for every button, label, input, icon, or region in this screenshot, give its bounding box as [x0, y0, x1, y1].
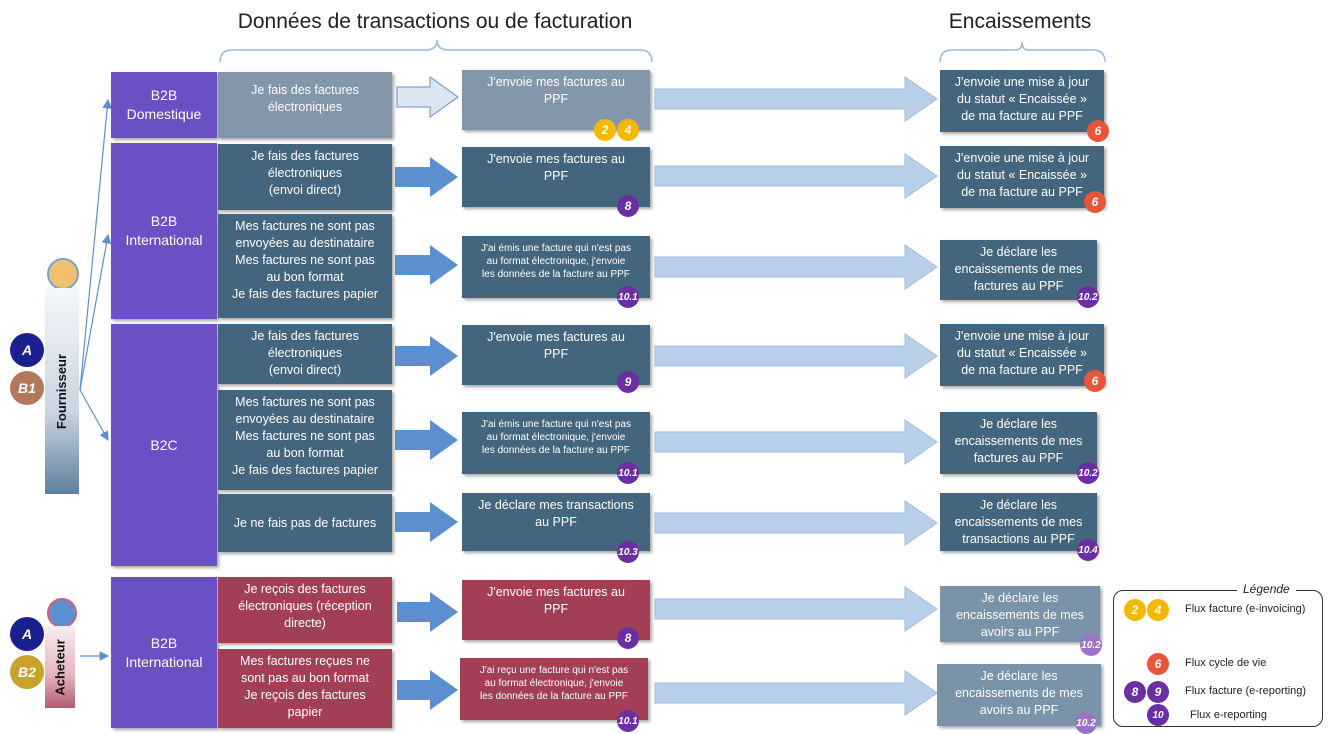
actor-b2-circle: B2	[10, 655, 44, 689]
legend	[1113, 590, 1323, 727]
r7-left: Je reçois des factures électroniques (ré…	[218, 577, 392, 643]
r6-right: Je déclare les encaissements de mes tran…	[940, 493, 1097, 551]
r6-left: Je ne fais pas de factures	[218, 494, 392, 552]
badge-r7-8: 8	[617, 627, 639, 649]
long-arrows	[654, 76, 938, 716]
legend-lifecycle: Flux cycle de vie	[1185, 657, 1267, 669]
badge-r1-6: 6	[1087, 120, 1109, 142]
badge-r1-4: 4	[617, 119, 639, 141]
actor-b1-circle: B1	[10, 371, 44, 405]
badge-r3-10-1: 10.1	[617, 286, 639, 308]
legend-badge-10: 10	[1147, 704, 1169, 726]
supplier-bar: Fournisseur	[45, 288, 79, 494]
legend-badge-8: 8	[1124, 681, 1146, 703]
r2-left: Je fais des factures électroniques (envo…	[218, 144, 392, 210]
header-encaissements: Encaissements	[948, 10, 1092, 33]
badge-r5-10-2: 10.2	[1077, 462, 1099, 484]
r3-mid: J'ai émis une facture qui n'est pas au f…	[462, 236, 650, 298]
category-b2b-domestique: B2B Domestique	[111, 72, 217, 138]
badge-r4-9: 9	[617, 371, 639, 393]
legend-badge-6: 6	[1147, 653, 1169, 675]
r7-right: Je déclare les encaissements de mes avoi…	[940, 586, 1100, 642]
r6-mid: Je déclare mes transactions au PPF	[462, 493, 650, 551]
r3-left: Mes factures ne sont pas envoyées au des…	[218, 214, 392, 318]
category-b2c: B2C	[111, 324, 217, 566]
actor-a-buyer-circle: A	[10, 617, 44, 651]
r2-mid: J'envoie mes factures au PPF	[462, 147, 650, 207]
header-transactions: Données de transactions ou de facturatio…	[237, 10, 633, 33]
supplier-icon	[47, 258, 79, 290]
badge-r6-10-4: 10.4	[1077, 539, 1099, 561]
r1-left: Je fais des factures électroniques	[218, 72, 392, 138]
legend-badge-4: 4	[1147, 599, 1169, 621]
buyer-icon	[47, 598, 77, 628]
buyer-label: Acheteur	[52, 638, 68, 696]
r5-mid: J'ai émis une facture qui n'est pas au f…	[462, 412, 650, 474]
badge-r8-10-2: 10.2	[1075, 712, 1097, 734]
legend-ereporting: Flux e-reporting	[1190, 709, 1268, 721]
r8-left: Mes factures reçues ne sont pas au bon f…	[218, 649, 392, 728]
legend-badge-2: 2	[1124, 599, 1146, 621]
r3-right: Je déclare les encaissements de mes fact…	[940, 240, 1097, 300]
r1-mid: J'envoie mes factures au PPF	[462, 70, 650, 130]
supplier-label: Fournisseur	[54, 353, 70, 429]
r1-right: J'envoie une mise à jour du statut « Enc…	[940, 70, 1104, 132]
legend-badge-9: 9	[1147, 681, 1169, 703]
r5-left: Mes factures ne sont pas envoyées au des…	[218, 390, 392, 490]
legend-einvoicing: Flux facture (e-invoicing)	[1185, 603, 1306, 615]
r5-right: Je déclare les encaissements de mes fact…	[940, 412, 1097, 474]
r8-mid: J'ai reçu une facture qui n'est pas au f…	[460, 658, 648, 720]
buyer-bar: Acheteur	[45, 626, 75, 708]
legend-title: Légende	[1237, 582, 1296, 596]
r2-right: J'envoie une mise à jour du statut « Enc…	[940, 146, 1104, 208]
badge-r4-6: 6	[1084, 370, 1106, 392]
badge-r7-10-2: 10.2	[1080, 634, 1102, 656]
r4-left: Je fais des factures électroniques (envo…	[218, 324, 392, 384]
short-arrows	[395, 76, 459, 710]
badge-r8-10-1: 10.1	[617, 710, 639, 732]
r4-right: J'envoie une mise à jour du statut « Enc…	[940, 324, 1104, 386]
badge-r2-6: 6	[1084, 191, 1106, 213]
category-b2b-international-buyer: B2B International	[111, 577, 217, 728]
badge-r5-10-1: 10.1	[617, 462, 639, 484]
category-b2b-international: B2B International	[111, 143, 217, 319]
legend-ereporting-invoice: Flux facture (e-reporting)	[1185, 685, 1307, 697]
r8-right: Je déclare les encaissements de mes avoi…	[937, 664, 1101, 726]
badge-r2-8: 8	[617, 195, 639, 217]
badge-r6-10-3: 10.3	[617, 541, 639, 563]
badge-r1-2: 2	[594, 119, 616, 141]
badge-r3-10-2: 10.2	[1077, 286, 1099, 308]
actor-a-circle: A	[10, 333, 44, 367]
